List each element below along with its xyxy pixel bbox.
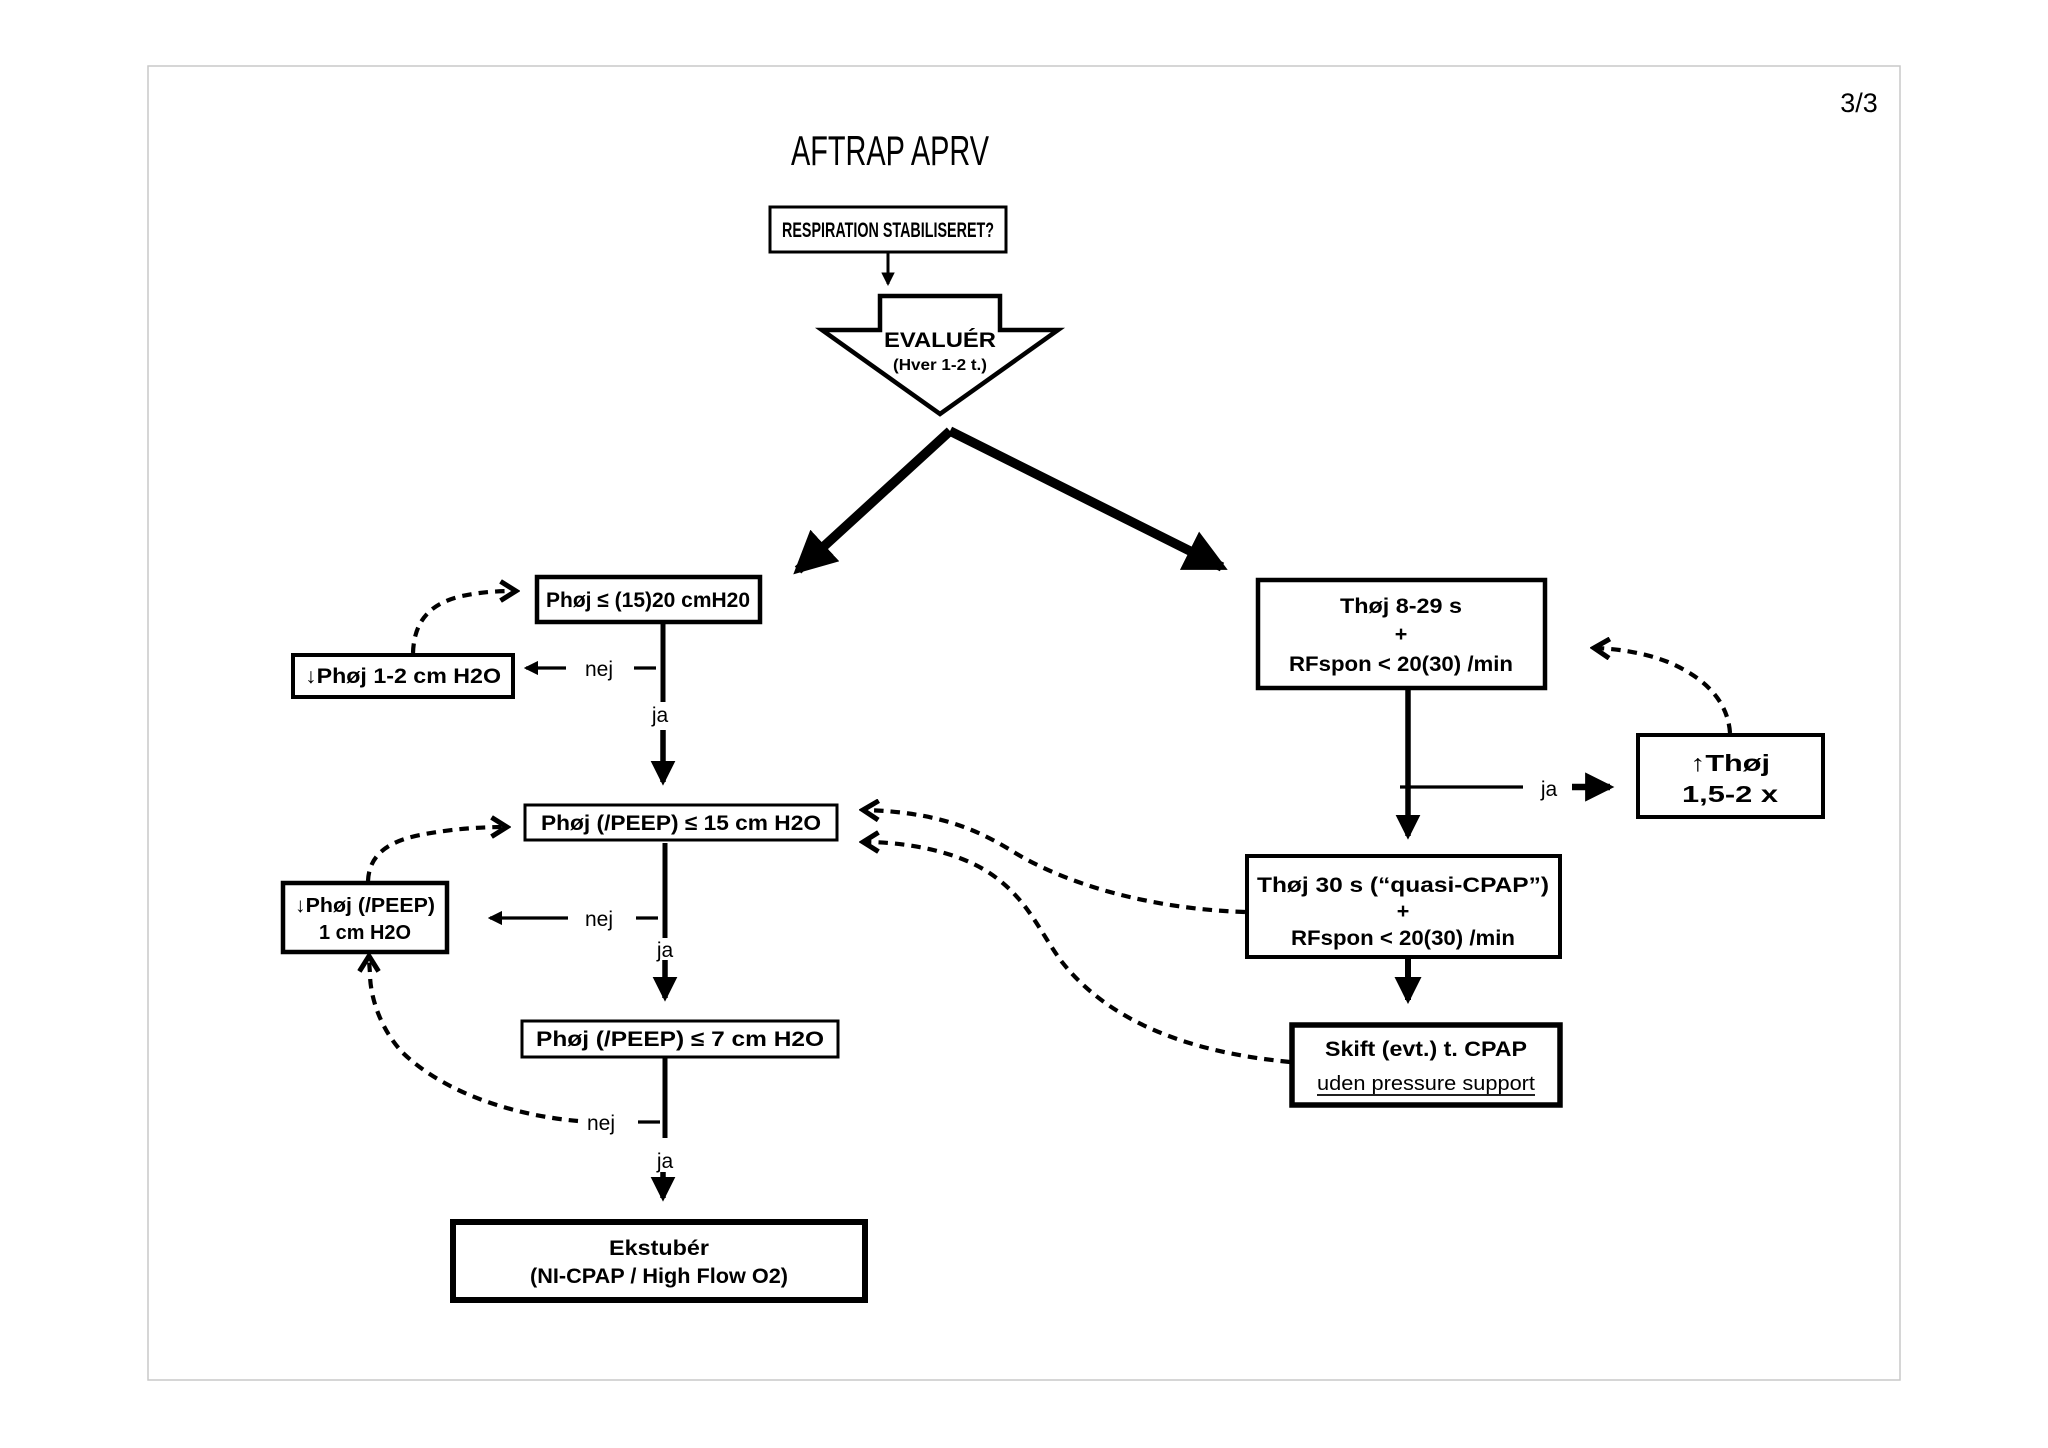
node-phoj7: Phøj (/PEEP) ≤ 7 cm H2O bbox=[520, 1019, 840, 1059]
label-ja-3: ja bbox=[656, 1150, 674, 1173]
edge-split-right-arrow bbox=[947, 426, 1228, 572]
node-thoj829-line3: RFspon < 20(30) /min bbox=[1289, 652, 1513, 676]
node-skiftcpap-box bbox=[1289, 1022, 1563, 1108]
edge-dotted-phojned12-return bbox=[410, 591, 514, 654]
node-phoj15: Phøj (/PEEP) ≤ 15 cm H2O bbox=[523, 803, 839, 842]
edge-dotted-phoj7-nej-to-phojned1 bbox=[369, 958, 579, 1124]
node-thoj30-box bbox=[1245, 854, 1562, 959]
node-thoj30-line2: + bbox=[1397, 899, 1410, 923]
node-thoj829-line1: Thøj 8-29 s bbox=[1340, 594, 1462, 618]
evaluer-arrow-shape bbox=[814, 293, 1066, 417]
edge-dotted-thojop-return bbox=[1596, 648, 1733, 734]
node-thoj829-line2: + bbox=[1395, 622, 1408, 646]
node-phojned12: ↓Phøj 1-2 cm H2O bbox=[291, 653, 515, 699]
node-thojop-line2: 1,5-2 x bbox=[1682, 781, 1778, 807]
edge-dotted-thoj30-to-phoj15 bbox=[865, 810, 1246, 915]
node-ekstuber: Ekstubér (NI-CPAP / High Flow O2) bbox=[450, 1219, 868, 1303]
node-ekstuber-line1: Ekstubér bbox=[609, 1236, 710, 1260]
node-skiftcpap-line1: Skift (evt.) t. CPAP bbox=[1325, 1038, 1527, 1061]
label-nej-3: nej bbox=[587, 1112, 615, 1135]
node-phoj7-box bbox=[520, 1019, 840, 1059]
node-phoj20: Phøj ≤ (15)20 cmH20 bbox=[534, 574, 763, 625]
node-thojop-box bbox=[1636, 733, 1825, 819]
node-phojned1-box bbox=[280, 880, 450, 955]
node-thojop: ↑Thøj 1,5-2 x bbox=[1636, 733, 1825, 819]
node-phojned1: ↓Phøj (/PEEP) 1 cm H2O bbox=[280, 880, 450, 955]
label-ja-1: ja bbox=[651, 704, 669, 727]
node-thoj829-box bbox=[1255, 577, 1548, 691]
node-phoj7-label: Phøj (/PEEP) ≤ 7 cm H2O bbox=[536, 1027, 824, 1051]
node-thoj30-line1: Thøj 30 s (“quasi-CPAP”) bbox=[1257, 873, 1549, 897]
node-phojned12-box bbox=[291, 653, 515, 699]
node-thoj30-line3: RFspon < 20(30) /min bbox=[1291, 926, 1515, 950]
node-evaluer-line1: EVALUÉR bbox=[884, 329, 996, 352]
node-respiration: RESPIRATION STABILISERET? bbox=[768, 205, 1008, 254]
node-phojned12-label: ↓Phøj 1-2 cm H2O bbox=[305, 665, 501, 688]
label-nej-1: nej bbox=[585, 658, 613, 681]
node-ekstuber-line2: (NI-CPAP / High Flow O2) bbox=[530, 1264, 788, 1288]
page-number: 3/3 bbox=[1840, 88, 1878, 118]
edge-dotted-phojned1-return bbox=[365, 827, 505, 882]
label-ja-2: ja bbox=[656, 939, 674, 962]
node-phojned1-line2: 1 cm H2O bbox=[319, 921, 411, 944]
node-phoj15-label: Phøj (/PEEP) ≤ 15 cm H2O bbox=[541, 811, 821, 835]
label-nej-2: nej bbox=[585, 908, 613, 931]
node-phoj20-box bbox=[534, 574, 763, 625]
node-thoj829: Thøj 8-29 s + RFspon < 20(30) /min bbox=[1255, 577, 1548, 691]
node-phoj20-label: Phøj ≤ (15)20 cmH20 bbox=[546, 588, 750, 612]
node-ekstuber-box bbox=[450, 1219, 868, 1303]
node-skiftcpap: Skift (evt.) t. CPAP uden pressure suppo… bbox=[1289, 1022, 1563, 1108]
label-ja-right: ja bbox=[1540, 778, 1558, 801]
node-respiration-box bbox=[768, 205, 1008, 254]
page-sheet bbox=[147, 65, 1901, 1381]
node-phojned1-line1: ↓Phøj (/PEEP) bbox=[295, 894, 435, 917]
node-evaluer-line2: (Hver 1-2 t.) bbox=[893, 357, 987, 374]
node-phoj15-box bbox=[523, 803, 839, 842]
page-title: AFTRAP APRV bbox=[791, 127, 989, 174]
node-respiration-label: RESPIRATION STABILISERET? bbox=[782, 219, 994, 242]
edge-dotted-skift-to-phoj15 bbox=[865, 842, 1291, 1065]
edge-split-left-arrow bbox=[793, 427, 954, 575]
node-thoj30: Thøj 30 s (“quasi-CPAP”) + RFspon < 20(3… bbox=[1245, 854, 1562, 959]
node-skiftcpap-line2: uden pressure support bbox=[1317, 1073, 1535, 1095]
node-thojop-line1: ↑Thøj bbox=[1690, 750, 1770, 776]
node-evaluer: EVALUÉR (Hver 1-2 t.) bbox=[814, 293, 1066, 417]
